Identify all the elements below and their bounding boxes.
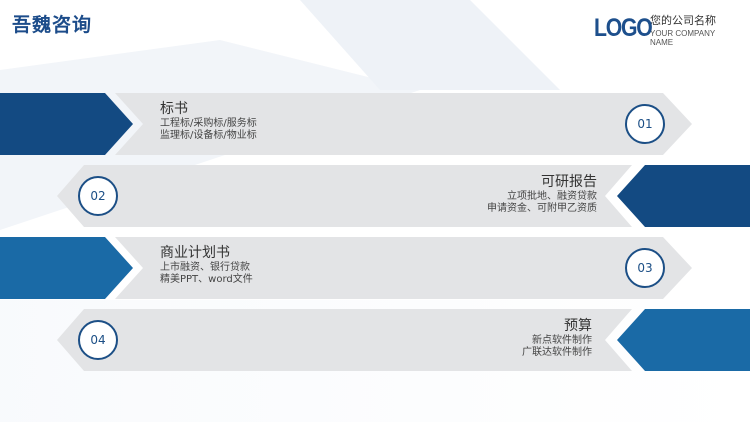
row2-blue-arrow [617, 165, 750, 227]
logo-company-en: YOUR COMPANY NAME [650, 29, 716, 47]
row1-blue-arrow [0, 93, 133, 155]
row1-gray-band [115, 93, 692, 155]
item-4-number-badge: 04 [78, 320, 118, 360]
company-logo: LOGO 您的公司名称 YOUR COMPANY NAME [594, 14, 720, 47]
item-4-line-2: 广联达软件制作 [522, 347, 592, 358]
item-3-number-badge: 03 [625, 248, 665, 288]
item-2: 可研报告 立项批地、融资贷款 申请资金、可附甲乙资质 [487, 174, 597, 215]
page-title: 吾魏咨询 [12, 14, 93, 36]
item-2-number-badge: 02 [78, 176, 118, 216]
item-4-line-1: 新点软件制作 [532, 335, 592, 346]
item-3-title: 商业计划书 [160, 245, 230, 261]
item-1-line-1: 工程标/采购标/服务标 [160, 118, 257, 129]
item-2-title: 可研报告 [541, 174, 597, 190]
logo-company-cn: 您的公司名称 [650, 14, 716, 27]
row4-gray-band [57, 309, 632, 371]
item-2-line-1: 立项批地、融资贷款 [507, 191, 597, 202]
item-3-line-2: 精美PPT、word文件 [160, 274, 253, 285]
item-2-line-2: 申请资金、可附甲乙资质 [487, 203, 597, 214]
item-4: 预算 新点软件制作 广联达软件制作 [522, 318, 592, 359]
item-4-title: 预算 [564, 318, 592, 334]
item-3: 商业计划书 上市融资、银行贷款 精美PPT、word文件 [160, 245, 253, 286]
row2-gray-band [57, 165, 632, 227]
row3-gray-band [115, 237, 692, 299]
item-1-number-badge: 01 [625, 104, 665, 144]
item-1-title: 标书 [160, 101, 188, 117]
item-3-line-1: 上市融资、银行贷款 [160, 262, 250, 273]
row3-blue-arrow [0, 237, 133, 299]
row4-blue-arrow [617, 309, 750, 371]
item-1: 标书 工程标/采购标/服务标 监理标/设备标/物业标 [160, 101, 257, 142]
item-1-line-2: 监理标/设备标/物业标 [160, 130, 257, 141]
